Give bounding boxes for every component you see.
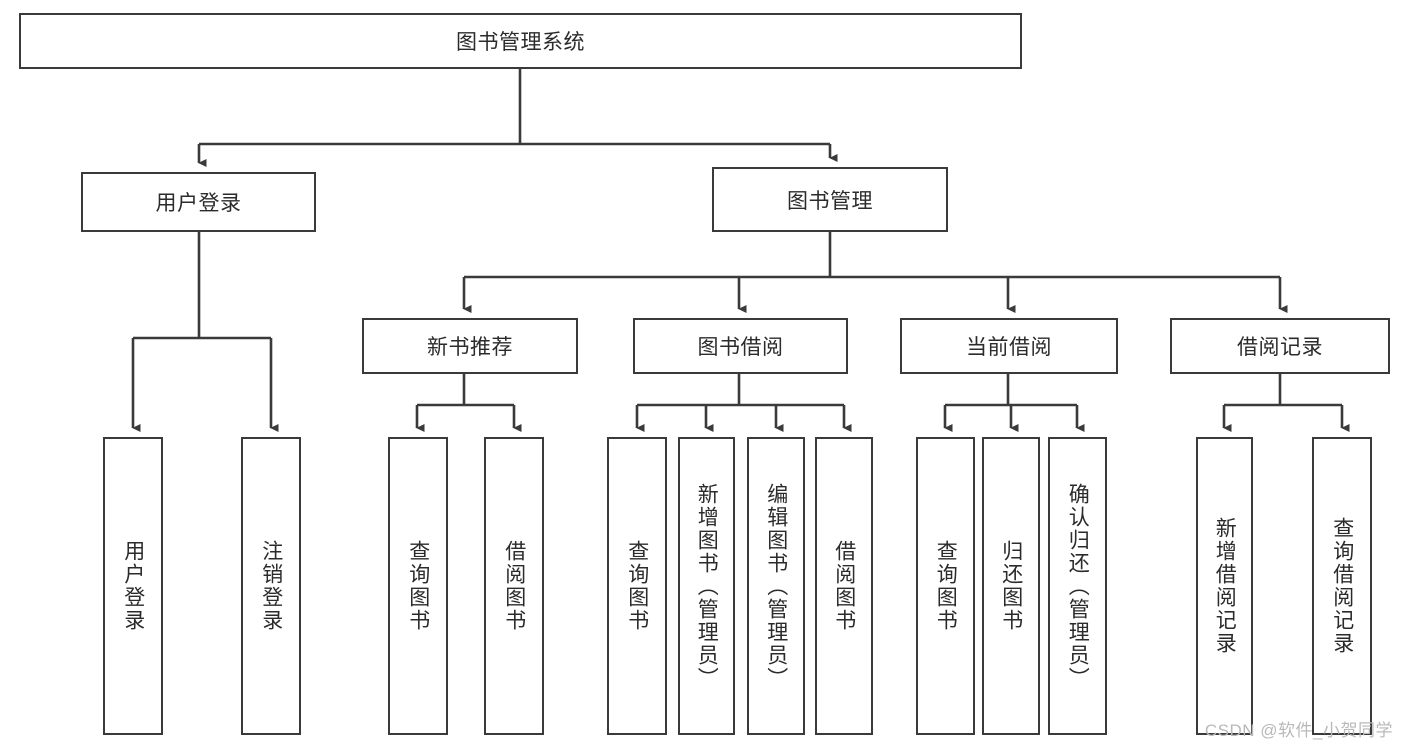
leaf-user-logout[interactable]: 注销登录 [241, 437, 301, 735]
node-current-borrow[interactable]: 当前借阅 [900, 318, 1118, 374]
node-label: 新增借阅记录 [1213, 517, 1237, 655]
leaf-borrow-edit-book-admin[interactable]: 编辑图书（管理员） [747, 437, 805, 735]
node-label: 借阅图书 [832, 540, 856, 632]
node-label: 图书管理系统 [456, 31, 585, 54]
leaf-current-confirm-return-admin[interactable]: 确认归还（管理员） [1048, 437, 1107, 735]
leaf-borrow-add-book-admin[interactable]: 新增图书（管理员） [678, 437, 735, 735]
leaf-borrow-query-book[interactable]: 查询图书 [607, 437, 667, 735]
node-label: 图书借阅 [697, 336, 784, 359]
node-label: 查询图书 [934, 540, 958, 632]
node-label: 用户登录 [155, 192, 242, 215]
node-label: 借阅记录 [1237, 336, 1323, 359]
leaf-current-return-book[interactable]: 归还图书 [982, 437, 1040, 735]
node-label: 新增图书（管理员） [695, 482, 719, 690]
node-label: 借阅图书 [502, 540, 526, 632]
node-label: 查询图书 [406, 540, 430, 632]
leaf-record-query-record[interactable]: 查询借阅记录 [1312, 437, 1372, 735]
node-label: 归还图书 [999, 540, 1023, 632]
node-label: 查询图书 [625, 540, 649, 632]
node-label: 确认归还（管理员） [1066, 482, 1090, 690]
node-user-login[interactable]: 用户登录 [81, 172, 316, 232]
node-label: 当前借阅 [966, 336, 1052, 359]
node-book-management[interactable]: 图书管理 [712, 167, 948, 232]
leaf-user-login[interactable]: 用户登录 [103, 437, 163, 735]
leaf-recommend-query-book[interactable]: 查询图书 [388, 437, 448, 735]
node-label: 图书管理 [787, 189, 873, 213]
leaf-record-add-record[interactable]: 新增借阅记录 [1196, 437, 1253, 735]
node-label: 用户登录 [121, 540, 145, 632]
leaf-borrow-borrow-book[interactable]: 借阅图书 [815, 437, 873, 735]
leaf-current-query-book[interactable]: 查询图书 [916, 437, 975, 735]
node-label: 查询借阅记录 [1330, 517, 1354, 655]
leaf-recommend-borrow-book[interactable]: 借阅图书 [484, 437, 544, 735]
node-label: 编辑图书（管理员） [764, 482, 788, 690]
node-label: 注销登录 [259, 540, 283, 632]
node-new-book-recommend[interactable]: 新书推荐 [362, 318, 578, 374]
node-borrow-record[interactable]: 借阅记录 [1170, 318, 1390, 374]
node-label: 新书推荐 [427, 336, 513, 359]
node-root-system[interactable]: 图书管理系统 [19, 13, 1022, 69]
csdn-watermark: CSDN @软件_小贺同学 [1204, 721, 1393, 740]
node-book-borrow[interactable]: 图书借阅 [633, 318, 848, 374]
